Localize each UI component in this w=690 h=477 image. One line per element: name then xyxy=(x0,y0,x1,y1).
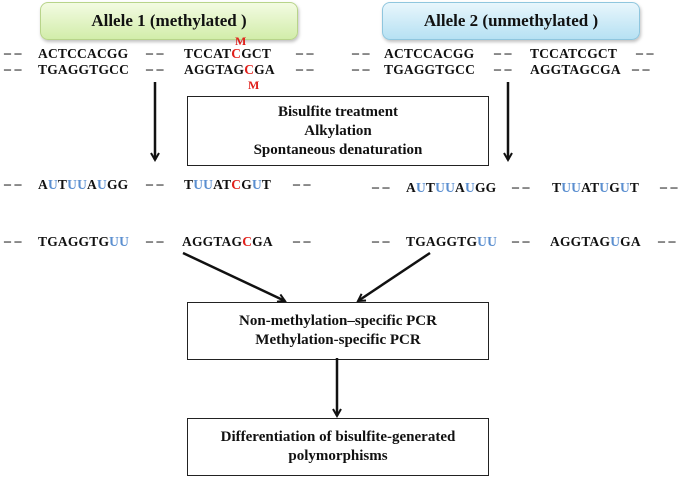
allele1-top-right-seq: TCCATCGCT xyxy=(184,46,272,61)
treatment-box: Bisulfite treatment Alkylation Spontaneo… xyxy=(187,96,489,166)
dash: – – xyxy=(293,234,311,249)
allele2-conv-bottom-right-seq: AGGTAGUGA xyxy=(550,234,641,249)
differentiation-line: Differentiation of bisulfite-generated xyxy=(220,429,456,445)
dash: – – xyxy=(296,62,314,77)
allele2-conv-top-right-seq: TUUATUGUT xyxy=(552,180,640,195)
allele1-conv-bottom-left-seq: TGAGGTGUU xyxy=(38,234,130,249)
allele2-top-right-seq: TCCATCGCT xyxy=(530,46,618,61)
dash: – – xyxy=(494,62,512,77)
dash: – – xyxy=(372,180,390,195)
allele1-bottom-left-seq: TGAGGTGCC xyxy=(38,62,130,77)
dash: – – xyxy=(146,177,164,192)
treatment-step: Bisulfite treatment xyxy=(277,103,399,120)
dash: – – xyxy=(4,234,22,249)
treatment-step: Alkylation xyxy=(304,122,372,139)
allele2-conv-bottom-left-seq: TGAGGTGUU xyxy=(406,234,498,249)
methyl-mark-top: M xyxy=(235,34,247,48)
dash: – – xyxy=(293,177,311,192)
allele2-conv-top-left-seq: AUTUUAUGG xyxy=(406,180,497,195)
allele1-conv-top-left-seq: AUTUUAUGG xyxy=(38,177,129,192)
allele2-top-left-seq: ACTCCACGG xyxy=(384,46,475,61)
dash: – – xyxy=(146,234,164,249)
dash: – – xyxy=(512,180,530,195)
dash: – – xyxy=(632,62,650,77)
differentiation-line: polymorphisms xyxy=(288,448,388,464)
dash: – – xyxy=(352,46,370,61)
methyl-mark-bottom: M xyxy=(248,78,260,92)
pcr-method: Non-methylation–specific PCR xyxy=(239,313,437,329)
dash: – – xyxy=(4,177,22,192)
allele1-bottom-right-seq: AGGTAGCGA xyxy=(184,62,275,77)
dash: – – xyxy=(4,46,22,61)
arrow-allele2-to-pcr xyxy=(358,251,431,301)
dash: – – xyxy=(512,234,530,249)
dash: – – xyxy=(296,46,314,61)
allele1-conv-bottom-right-seq: AGGTAGCGA xyxy=(182,234,273,249)
allele1-top-left-seq: ACTCCACGG xyxy=(38,46,129,61)
dash: – – xyxy=(494,46,512,61)
allele1-conv-top-right-seq: TUUATCGUT xyxy=(184,177,272,192)
allele1-header: Allele 1 (methylated ) xyxy=(40,2,298,40)
treatment-step: Spontaneous denaturation xyxy=(253,141,423,158)
allele2-header: Allele 2 (unmethylated ) xyxy=(382,2,640,40)
pcr-box: Non-methylation–specific PCR Methylation… xyxy=(187,302,489,360)
dash: – – xyxy=(372,234,390,249)
dash: – – xyxy=(658,234,676,249)
allele2-bottom-left-seq: TGAGGTGCC xyxy=(384,62,476,77)
arrow-allele1-to-pcr xyxy=(182,251,285,301)
dash: – – xyxy=(146,62,164,77)
pcr-method: Methylation-specific PCR xyxy=(255,332,421,348)
dash: – – xyxy=(660,180,678,195)
differentiation-box: Differentiation of bisulfite-generated p… xyxy=(187,418,489,476)
dash: – – xyxy=(352,62,370,77)
dash: – – xyxy=(4,62,22,77)
dash: – – xyxy=(636,46,654,61)
allele2-bottom-right-seq: AGGTAGCGA xyxy=(530,62,621,77)
dash: – – xyxy=(146,46,164,61)
